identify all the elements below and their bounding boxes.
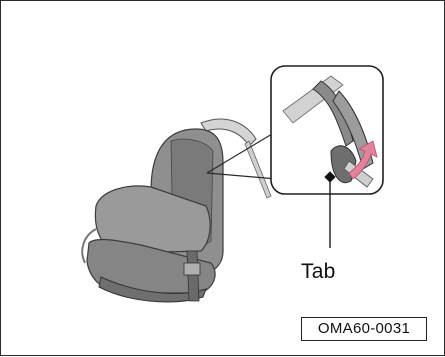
buckle (184, 263, 200, 275)
tab-label: Tab (301, 260, 335, 284)
figure-code: OMA60-0031 (301, 317, 427, 341)
crotch-strap (187, 251, 199, 301)
seatbelt-strap-lower (245, 141, 271, 198)
